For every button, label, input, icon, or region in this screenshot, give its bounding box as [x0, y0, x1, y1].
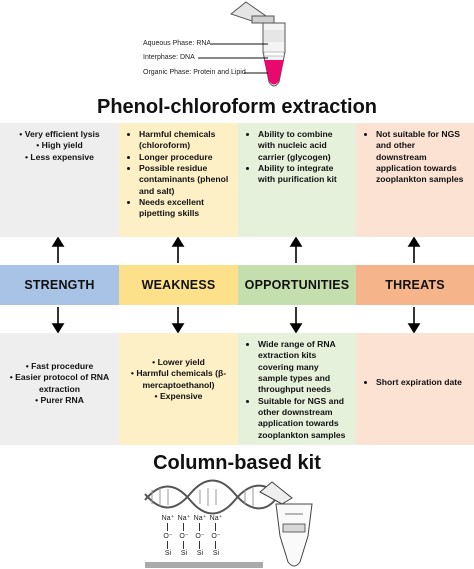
pc-bullet-item: Not suitable for NGS and other downstrea… [376, 129, 466, 186]
bond-line [183, 541, 184, 549]
tube-hinge [251, 15, 275, 24]
sodium-ion-label: Na⁺ [209, 515, 223, 522]
silica-column-illustration [144, 479, 313, 568]
pc-bullet-item: High yield [8, 140, 111, 151]
oxide-label: O⁻ [195, 533, 205, 540]
aqueous-phase-label: Aqueous Phase: RNA [143, 40, 212, 47]
silicon-label: Si [212, 550, 220, 557]
ck-bullet-item: Lower yield [127, 357, 230, 368]
phenol-chloroform-title: Phenol-chloroform extraction [96, 96, 378, 118]
interphase-label: Interphase: DNA [143, 54, 195, 61]
ck-bullet-item: Expensive [127, 391, 230, 402]
ck-bullet-item: Purer RNA [8, 395, 111, 406]
silicon-label: Si [180, 550, 188, 557]
bond-line [183, 523, 184, 531]
oxide-label: O⁻ [211, 533, 221, 540]
ck-bullet-item: Short expiration date [376, 377, 466, 388]
dna-helix-icon [144, 479, 276, 515]
pc-strength-cell: Very efficient lysisHigh yieldLess expen… [0, 123, 119, 237]
bond-line [199, 541, 200, 549]
pc-bullet-item: Needs excellent pipetting skills [139, 197, 230, 220]
weakness-band: WEAKNESS [119, 265, 238, 305]
ck-threats-cell: Short expiration date [356, 333, 474, 445]
sodium-ion-label: Na⁺ [177, 515, 191, 522]
pc-bullet-item: Less expensive [8, 152, 111, 163]
ck-bullet-item: Wide range of RNA extraction kits coveri… [258, 339, 348, 396]
sodium-ion-label: Na⁺ [193, 515, 207, 522]
ck-bullet-item: Suitable for NGS and other downstream ap… [258, 396, 348, 441]
pc-bullet-item: Ability to combine with nucleic acid car… [258, 129, 348, 163]
pc-opportunities-cell: Ability to combine with nucleic acid car… [238, 123, 356, 237]
tube-interphase [263, 51, 285, 57]
oxide-label: O⁻ [163, 533, 173, 540]
pc-threats-cell: Not suitable for NGS and other downstrea… [356, 123, 474, 237]
silica-membrane [145, 562, 263, 568]
ck-weakness-cell: Lower yieldHarmful chemicals (β-mercapto… [119, 333, 238, 445]
microcentrifuge-tube-illustration [198, 1, 286, 87]
bond-line [199, 523, 200, 531]
pc-bullet-item: Ability to integrate with purification k… [258, 163, 348, 186]
spin-column-filter [282, 523, 306, 533]
organic-phase-label: Organic Phase: Protein and Lipid [143, 69, 246, 76]
pc-bullet-item: Possible residue contaminants (phenol an… [139, 163, 230, 197]
ck-opportunities-cell: Wide range of RNA extraction kits coveri… [238, 333, 356, 445]
bond-line [215, 523, 216, 531]
ck-bullet-item: Easier protocol of RNA extraction [8, 372, 111, 395]
sodium-ion-label: Na⁺ [161, 515, 175, 522]
silicon-label: Si [196, 550, 204, 557]
opportunities-band: OPPORTUNITIES [238, 265, 356, 305]
ck-bullet-item: Fast procedure [8, 361, 111, 372]
ck-strength-cell: Fast procedureEasier protocol of RNA ext… [0, 333, 119, 445]
arrows-up [51, 237, 421, 263]
bond-line [215, 541, 216, 549]
pc-bullet-item: Longer procedure [139, 152, 230, 163]
column-based-kit-title: Column-based kit [153, 452, 321, 474]
ck-bullet-item: Harmful chemicals (β-mercaptoethanol) [127, 368, 230, 391]
pc-weakness-cell: Harmful chemicals (chloroform)Longer pro… [119, 123, 238, 237]
threats-band: THREATS [356, 265, 474, 305]
tube-organic-phase [264, 60, 284, 85]
bond-line [167, 523, 168, 531]
spin-column-body [275, 503, 313, 567]
tube-aqueous-phase [264, 30, 284, 42]
pc-bullet-item: Very efficient lysis [8, 129, 111, 140]
spin-column-lid [259, 481, 293, 505]
arrows-down [51, 307, 421, 333]
pc-bullet-item: Harmful chemicals (chloroform) [139, 129, 230, 152]
bond-line [167, 541, 168, 549]
oxide-label: O⁻ [179, 533, 189, 540]
silicon-label: Si [164, 550, 172, 557]
strength-band: STRENGTH [0, 265, 119, 305]
